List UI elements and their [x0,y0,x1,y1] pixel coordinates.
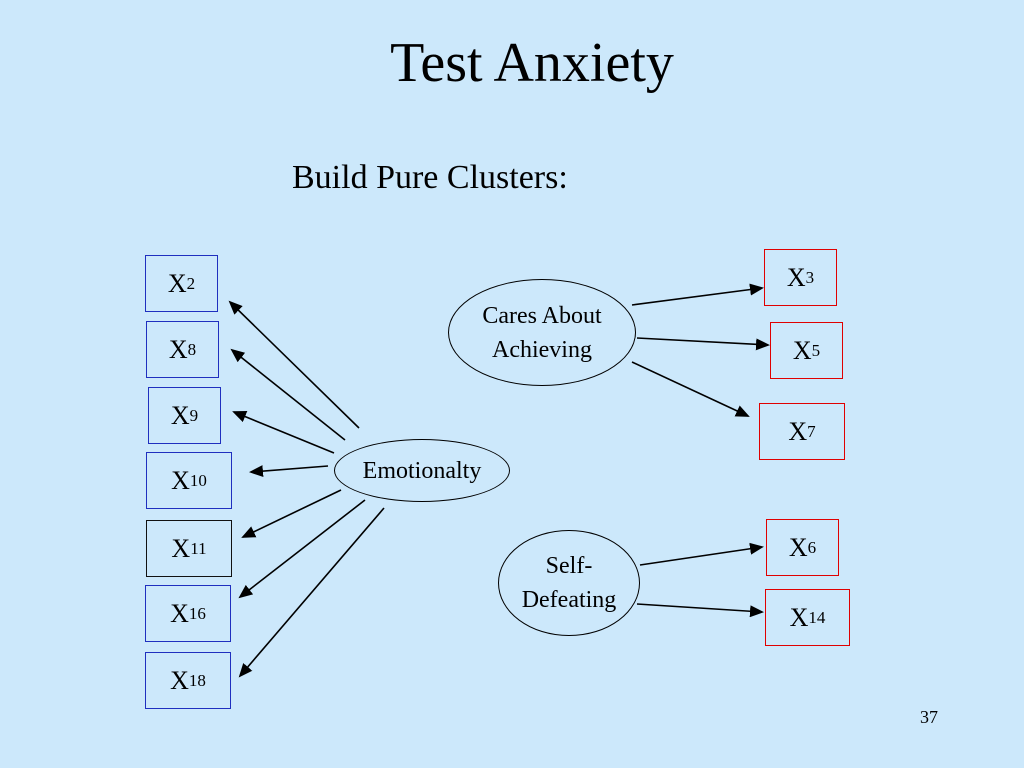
edge-emotionality-x18 [238,507,385,678]
edge-emotionality-x11 [241,489,342,538]
edge-self-x14 [636,603,764,618]
edge-cares-x5 [636,337,770,351]
latent-emotionality-label: Emotionalty [362,457,482,484]
page-number: 37 [920,707,938,727]
edge-cares-x3 [631,283,764,306]
latent-cares-line-2: Achieving [492,336,592,363]
edge-emotionality-x16 [238,499,366,599]
edge-emotionality-x10 [249,465,329,478]
edge-emotionality-x9 [232,411,335,454]
edge-cares-x7 [631,361,750,417]
edge-self-x6 [639,542,764,566]
latent-cares-line-1: Cares About [482,302,602,329]
latent-cares-about-achieving: Cares About Achieving [448,279,636,386]
slide-subtitle: Build Pure Clusters: [292,159,568,196]
edge-emotionality-x2 [228,300,360,429]
latent-self-line-1: Self- [545,553,593,579]
latent-emotionality: Emotionalty [334,439,510,502]
latent-self-line-2: Defeating [521,587,617,613]
latent-self-defeating: Self- Defeating [498,530,640,636]
edge-emotionality-x8 [230,348,346,441]
slide-title: Test Anxiety [390,32,674,94]
